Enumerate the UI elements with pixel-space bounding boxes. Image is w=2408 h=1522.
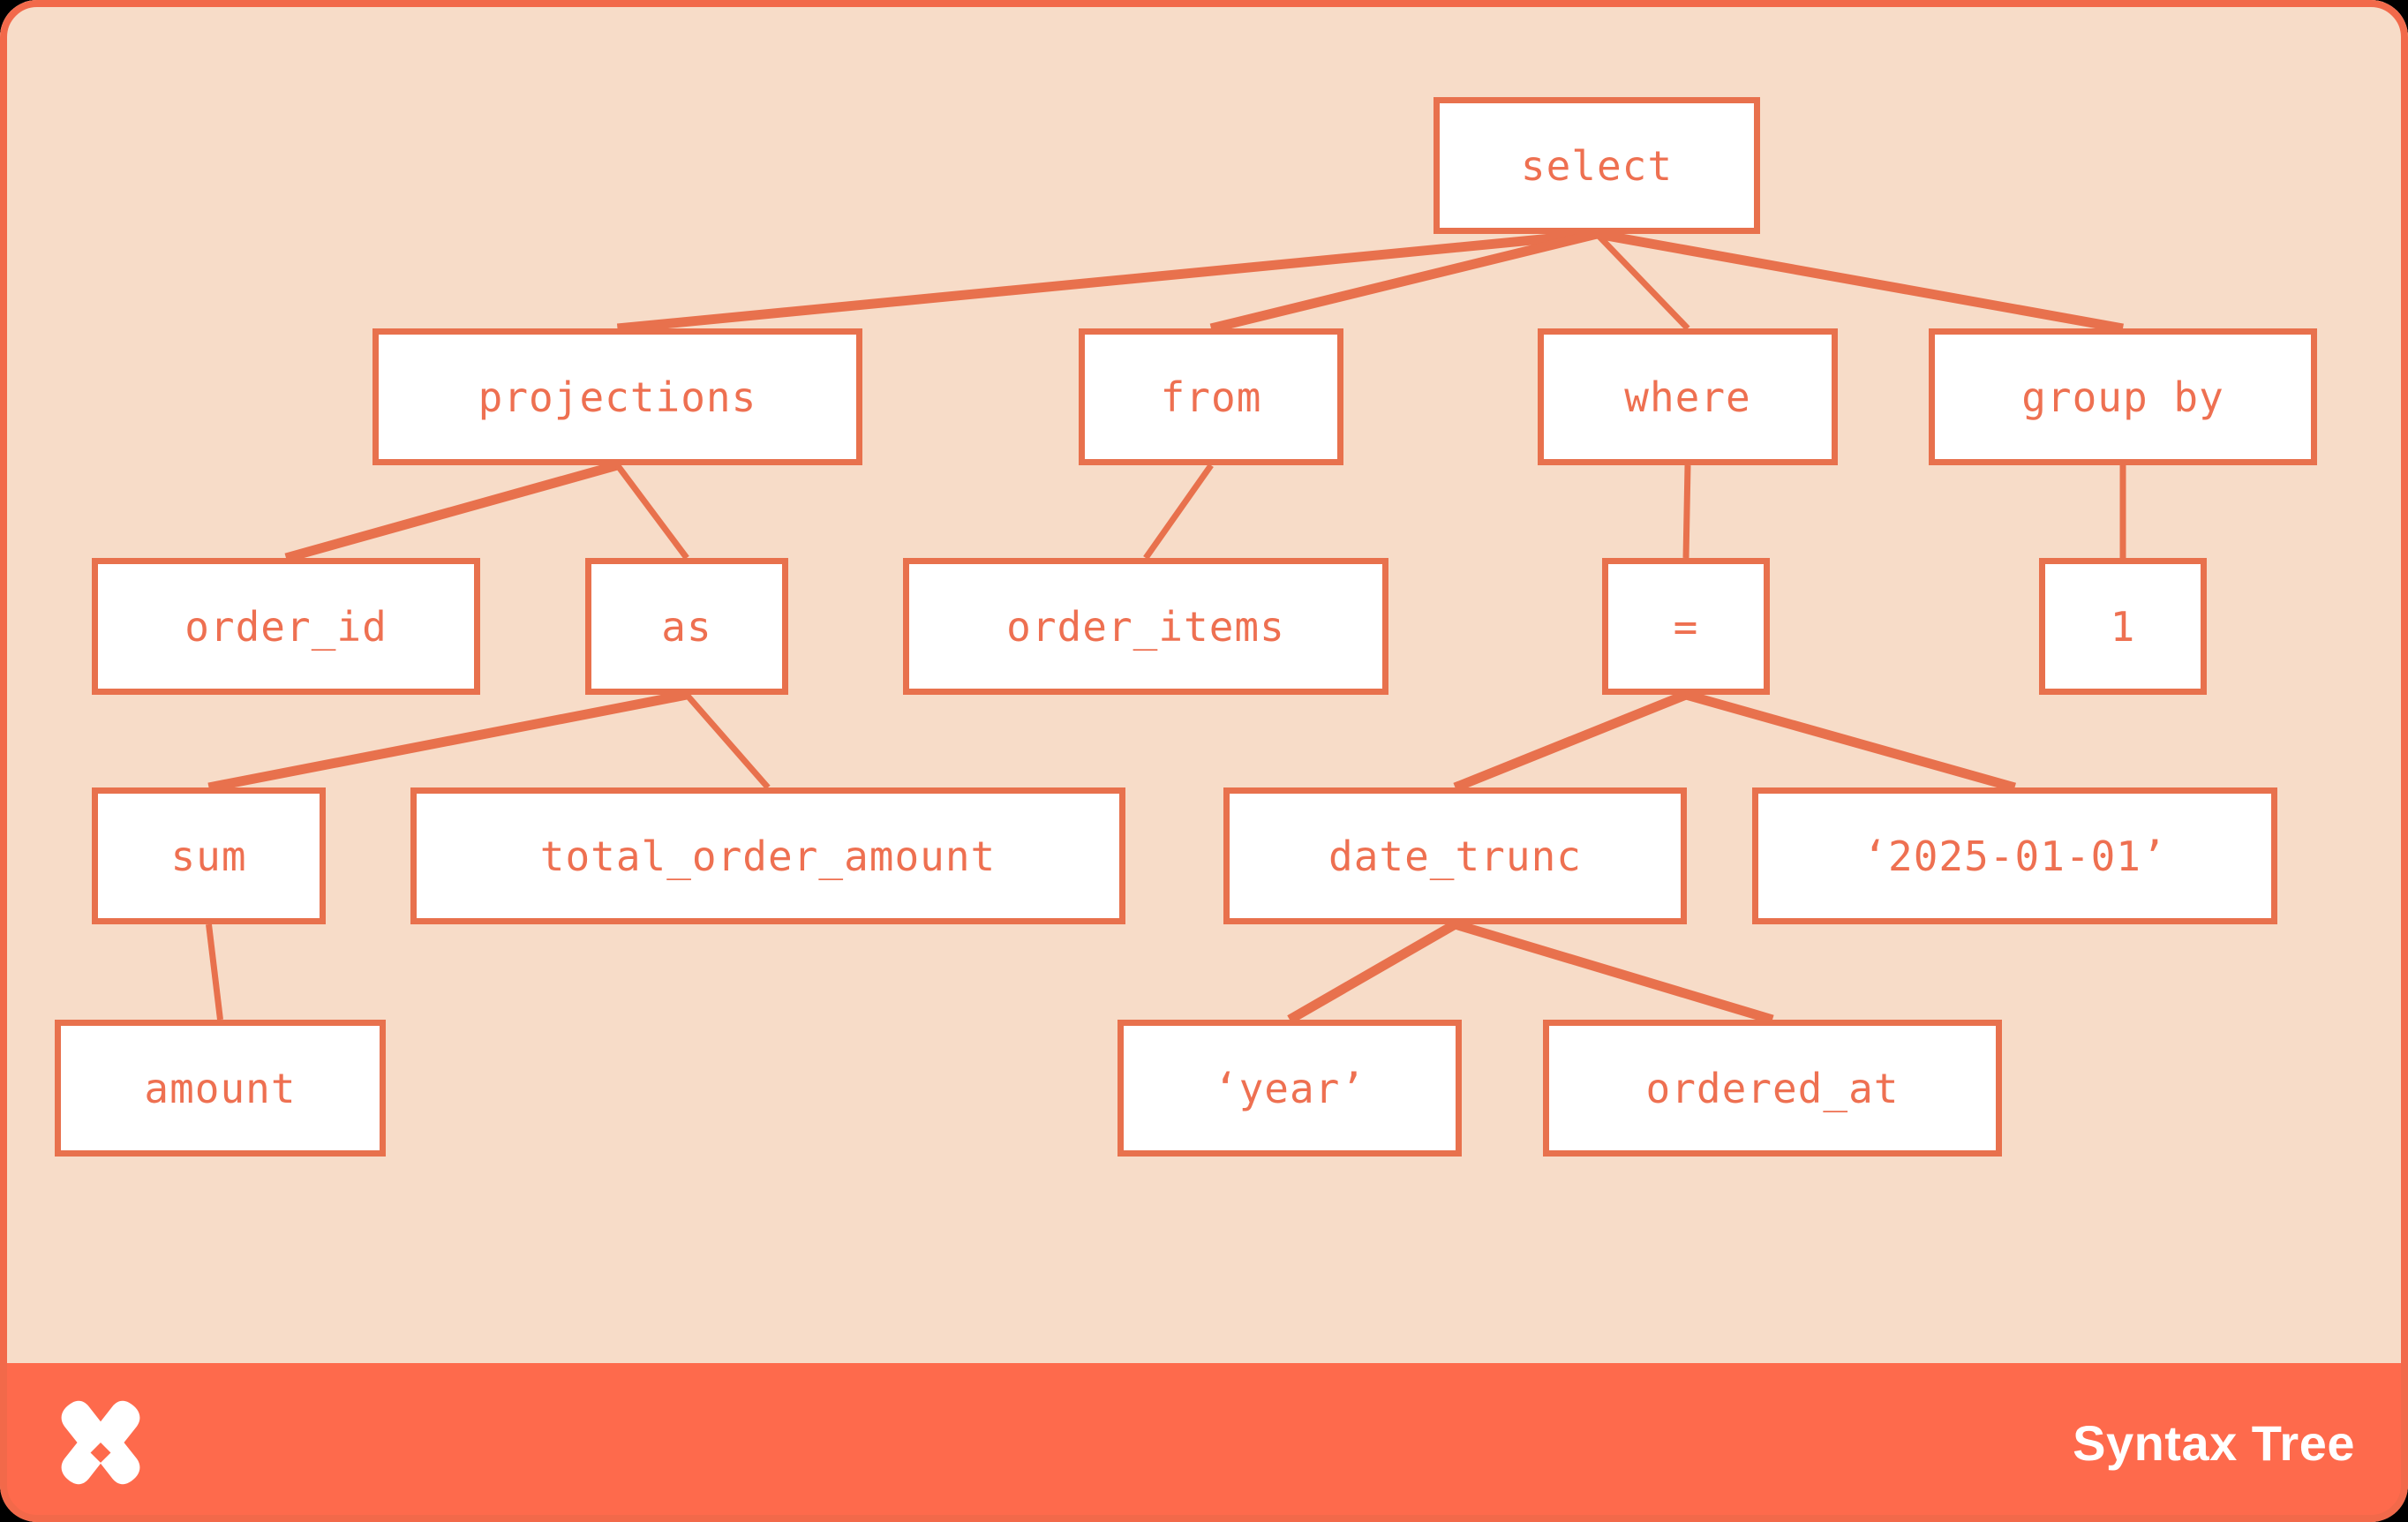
tree-edge-date_trunc-to-year_literal xyxy=(1287,920,1458,1024)
tree-edge-as-to-total_order_amount xyxy=(684,692,771,790)
tree-node-total_order_amount[interactable]: total_order_amount xyxy=(410,787,1125,924)
tree-node-label: as xyxy=(661,602,712,651)
tree-node-label: projections xyxy=(478,373,757,421)
tree-edge-from-to-order_items xyxy=(1143,463,1214,561)
tree-edge-as-to-sum xyxy=(207,689,689,793)
tree-node-sum[interactable]: sum xyxy=(92,787,326,924)
tree-node-date_trunc[interactable]: date_trunc xyxy=(1223,787,1687,924)
tree-edge-select-to-group_by xyxy=(1596,229,2124,334)
tree-node-label: select xyxy=(1520,141,1674,190)
tree-edge-select-to-projections xyxy=(616,229,1598,334)
tree-node-order_items[interactable]: order_items xyxy=(903,558,1388,695)
tree-node-label: group by xyxy=(2021,373,2224,421)
tree-node-order_id[interactable]: order_id xyxy=(92,558,480,695)
tree-node-year_literal[interactable]: ‘year’ xyxy=(1117,1020,1462,1157)
tree-edge-projections-to-order_id xyxy=(284,460,619,563)
tree-node-eq[interactable]: = xyxy=(1602,558,1770,695)
tree-edge-date_trunc-to-ordered_at xyxy=(1453,919,1774,1025)
tree-node-as[interactable]: as xyxy=(585,558,788,695)
syntax-tree-diagram: select projections from where group by order_… xyxy=(55,97,2317,1157)
tree-node-label: 1 xyxy=(2110,602,2136,651)
tree-node-label: order_items xyxy=(1006,602,1285,651)
tree-node-label: amount xyxy=(144,1064,297,1112)
tree-node-label: where xyxy=(1624,373,1751,421)
tree-node-one[interactable]: 1 xyxy=(2039,558,2207,695)
tree-edge-where-to-eq xyxy=(1682,464,1691,559)
tree-node-label: = xyxy=(1673,602,1699,651)
tree-edge-eq-to-date_trunc xyxy=(1453,689,1689,793)
tree-node-select[interactable]: select xyxy=(1434,97,1760,234)
tree-node-label: ‘year’ xyxy=(1213,1064,1366,1112)
tree-edge-layer xyxy=(206,229,2126,1025)
tree-node-layer: select projections from where group by order_… xyxy=(55,97,2317,1157)
tree-edge-select-to-where xyxy=(1594,231,1690,331)
tree-edge-projections-to-as xyxy=(614,463,689,561)
tree-node-date_literal[interactable]: ‘2025-01-01’ xyxy=(1752,787,2277,924)
footer-title: Syntax Tree xyxy=(2073,1414,2355,1471)
tree-edge-eq-to-date_literal xyxy=(1684,689,2016,793)
tree-node-label: sum xyxy=(170,832,247,880)
tree-node-where[interactable]: where xyxy=(1538,328,1838,465)
tree-node-amount[interactable]: amount xyxy=(55,1020,386,1157)
tree-edge-sum-to-amount xyxy=(206,923,223,1021)
tree-edge-select-to-from xyxy=(1209,229,1599,334)
tree-node-label: order_id xyxy=(184,602,388,651)
tree-node-label: ‘2025-01-01’ xyxy=(1862,832,2167,880)
tree-node-label: ordered_at xyxy=(1645,1064,1900,1112)
x-star-logo-icon xyxy=(61,1400,140,1485)
tree-node-from[interactable]: from xyxy=(1079,328,1343,465)
tree-node-projections[interactable]: projections xyxy=(372,328,862,465)
footer-bar: Syntax Tree xyxy=(0,1363,2408,1522)
tree-node-ordered_at[interactable]: ordered_at xyxy=(1543,1020,2002,1157)
tree-node-group_by[interactable]: group by xyxy=(1929,328,2317,465)
tree-node-label: total_order_amount xyxy=(539,832,997,880)
tree-node-label: from xyxy=(1160,373,1262,421)
tree-node-label: date_trunc xyxy=(1328,832,1582,880)
